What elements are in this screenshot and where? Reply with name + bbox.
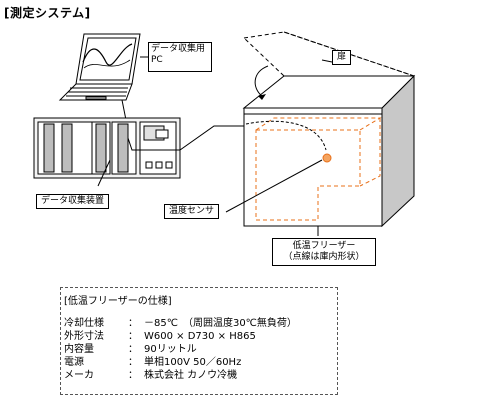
freezer-door — [242, 31, 415, 77]
spec-title: [低温フリーザーの仕様] — [64, 296, 172, 307]
spec-row-capacity: 内容量：90リットル — [64, 344, 197, 355]
freezer-body — [242, 74, 416, 228]
spec-row-cooling: 冷却仕様：－85℃ （周囲温度30℃無負荷） — [64, 318, 297, 329]
temperature-sensor — [322, 153, 332, 163]
data-logger — [33, 117, 181, 179]
spec-box — [60, 287, 338, 395]
laptop-icon — [58, 33, 141, 101]
spec-row-maker: メーカ：株式会社 カノウ冷機 — [64, 370, 238, 381]
spec-row-power: 電源：単相100V 50／60Hz — [64, 357, 242, 368]
page-title: [測定システム] — [4, 6, 91, 20]
pc-label: データ収集用 PC — [148, 42, 212, 72]
door-label: 扉 — [332, 50, 352, 65]
sensor-wire-internal — [245, 120, 327, 151]
sensor-label: 温度センサ — [164, 204, 220, 219]
door-open-arrow — [254, 65, 269, 97]
freezer-label: 低温フリーザー （点線は庫内形状） — [272, 238, 376, 266]
spec-row-dimensions: 外形寸法：W600 × D730 × H865 — [64, 331, 256, 342]
logger-label: データ収集装置 — [36, 194, 110, 209]
sensor-wire — [127, 125, 244, 151]
inner-chamber-outline — [255, 117, 382, 221]
